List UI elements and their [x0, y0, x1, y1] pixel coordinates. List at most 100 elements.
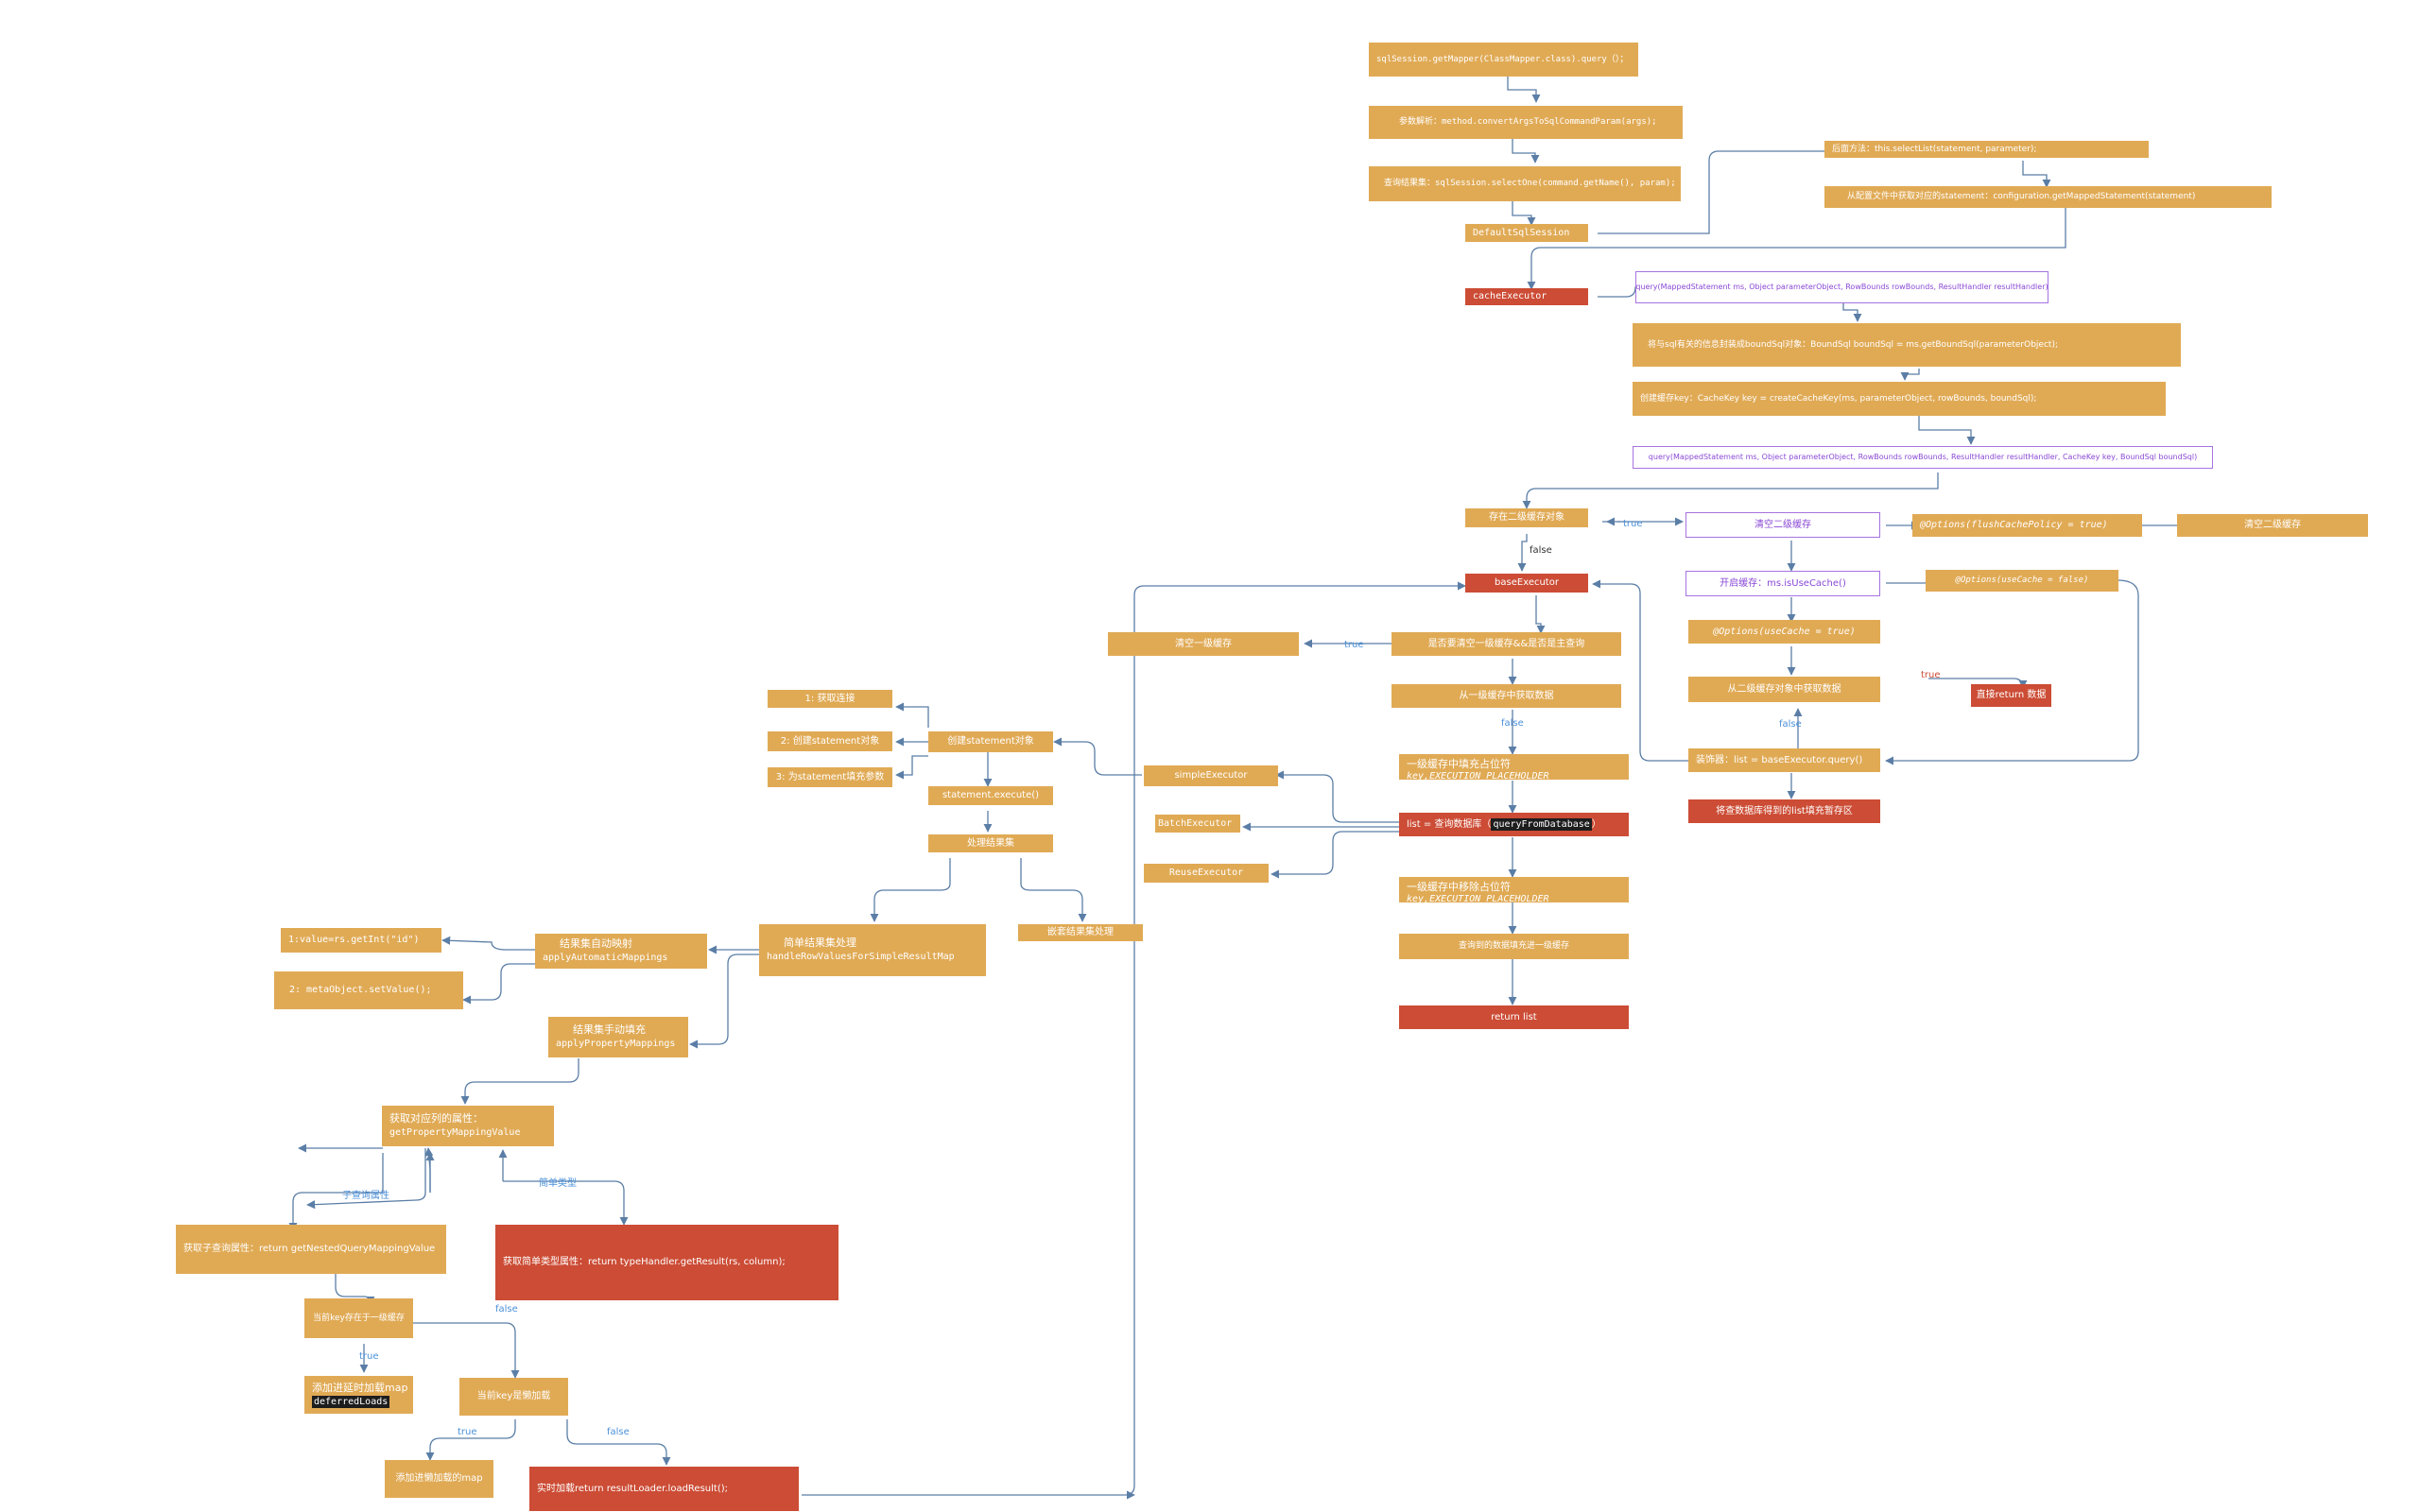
node-clearl2: 清空二级缓存 — [2177, 514, 2368, 537]
node-l1placeholder: 一级缓存中填充占位符 key,EXECUTION_PLACEHOLDER — [1399, 754, 1629, 780]
node-simpleresult: 简单结果集处理 handleRowValuesForSimpleResultMa… — [759, 924, 986, 976]
node-overload: 后面方法：this.selectList(statement, paramete… — [1824, 141, 2149, 158]
edge-label-true-lazy: true — [458, 1427, 477, 1437]
node-reuseexec: ReuseExecutor — [1144, 864, 1269, 883]
node-clearl1-text: 清空一级缓存 — [1175, 638, 1232, 649]
edge — [895, 702, 929, 728]
node-lazy-text: 当前key是懒加载 — [476, 1391, 551, 1402]
node-selectone: 查询结果集：sqlSession.selectOne(command.getNa… — [1369, 166, 1681, 201]
node-usecacheopt-text: @Options(useCache = false) — [1955, 576, 2089, 586]
node-getconn: 1: 获取连接 — [768, 690, 892, 708]
node-l1placeholder-line2: key,EXECUTION_PLACEHOLDER — [1407, 770, 1549, 780]
node-batchexec: BatchExecutor — [1155, 815, 1240, 833]
node-returnlist: return list — [1399, 1005, 1629, 1029]
node-boundsql: 将与sql有关的信息封装成boundSql对象：BoundSql boundSq… — [1633, 323, 2181, 367]
node-baseexecutor-text: baseExecutor — [1495, 577, 1559, 589]
node-l2get-text: 从二级缓存对象中获取数据 — [1727, 683, 1841, 695]
edge — [2022, 161, 2051, 188]
node-getms-text: 从配置文件中获取对应的statement：configuration.getMa… — [1847, 192, 2196, 202]
node-batchexec-text: BatchExecutor — [1158, 817, 1233, 829]
edge-label-true-clearl1: true — [1344, 640, 1364, 650]
node-deferred: 添加进延时加载map deferredLoads — [304, 1376, 413, 1414]
node-cachekey-text: 创建缓存key：CacheKey key = createCacheKey(ms… — [1640, 393, 2037, 404]
edge-label-false-l2get: false — [1779, 719, 1802, 730]
node-lazy: 当前key是懒加载 — [459, 1378, 568, 1416]
node-l1remove-line2: key,EXECUTION_PLACEHOLDER — [1407, 893, 1549, 902]
node-reuseexec-text: ReuseExecutor — [1168, 868, 1244, 879]
node-l2exists: 存在二级缓存对象 — [1465, 508, 1588, 527]
node-simpletype: 获取简单类型属性：return typeHandler.getResult(rs… — [495, 1225, 838, 1300]
node-createstmt: 创建statement对象 — [928, 731, 1053, 752]
node-l1placeholder-line1: 一级缓存中填充占位符 — [1407, 758, 1511, 771]
node-usecache: 开启缓存：ms.isUseCache() — [1685, 571, 1880, 596]
node-loadnow-text: 实时加载return resultLoader.loadResult(); — [537, 1483, 729, 1494]
node-createstmtobj-text: 2: 创建statement对象 — [780, 735, 880, 747]
edge — [424, 1147, 434, 1193]
edge-label-false-inl1: false — [495, 1304, 518, 1314]
edge — [460, 1058, 579, 1105]
edge-label-false-l2: false — [1530, 545, 1552, 556]
node-query1: query(MappedStatement ms, Object paramet… — [1635, 271, 2048, 303]
edge — [802, 581, 1466, 1496]
node-propmap: 结果集手动填充 applyPropertyMappings — [548, 1017, 688, 1057]
node-usecacheopt: @Options(useCache = false) — [1926, 570, 2118, 592]
node-lazymap-text: 添加进懒加载的map — [395, 1473, 483, 1485]
node-l1get-text: 从一级缓存中获取数据 — [1459, 690, 1554, 701]
node-l2store-text: 将查数据库得到的list填充暂存区 — [1716, 805, 1853, 816]
node-automap-line1: 结果集自动映射 — [560, 937, 632, 951]
node-nestedquery-text: 获取子查询属性：return getNestedQueryMappingValu… — [183, 1244, 436, 1255]
node-l1get: 从一级缓存中获取数据 — [1392, 684, 1621, 708]
node-querydb-text: list = 查询数据库（ — [1407, 818, 1492, 830]
edge — [1275, 770, 1399, 823]
node-propmap-line2: applyPropertyMappings — [556, 1039, 676, 1050]
edge — [462, 963, 537, 1005]
edge — [1517, 534, 1528, 572]
node-setvalue-text: 2: metaObject.setValue(); — [289, 985, 432, 996]
edge — [870, 858, 951, 922]
node-clearl1: 清空一级缓存 — [1108, 632, 1299, 656]
edge — [441, 936, 537, 951]
node-argparse: 参数解析：method.convertArgsToSqlCommandParam… — [1369, 106, 1683, 139]
node-argparse-text: 参数解析：method.convertArgsToSqlCommandParam… — [1399, 117, 1657, 128]
edge-label-false-l1: false — [1501, 718, 1524, 729]
edge — [1900, 369, 1920, 381]
edge-label-simple: 简单类型 — [539, 1178, 577, 1189]
node-overload-text: 后面方法：this.selectList(statement, paramete… — [1832, 144, 2037, 154]
node-stmtexecute: statement.execute() — [928, 786, 1053, 805]
edge — [1512, 201, 1536, 226]
edge — [1507, 76, 1541, 103]
node-l1fill-text: 查询到的数据填充进一级缓存 — [1458, 941, 1569, 952]
node-automap-line2: applyAutomaticMappings — [543, 953, 668, 964]
node-handleresult-text: 处理结果集 — [967, 837, 1014, 849]
node-decorator-text: 装饰器：list = baseExecutor.query() — [1696, 754, 1863, 765]
node-usecache-text: 开启缓存：ms.isUseCache() — [1720, 577, 1846, 589]
node-stmtexecute-text: statement.execute() — [942, 790, 1040, 801]
edge — [1842, 302, 1862, 322]
node-simpleresult-line2: handleRowValuesForSimpleResultMap — [767, 952, 955, 963]
node-fillparams-text: 3: 为statement填充参数 — [775, 771, 885, 782]
node-l2store: 将查数据库得到的list填充暂存区 — [1688, 799, 1880, 823]
node-getprop: 获取对应列的属性： getPropertyMappingValue — [382, 1106, 554, 1146]
edge — [1598, 146, 1844, 234]
node-fillparams: 3: 为statement填充参数 — [768, 767, 892, 787]
node-getms: 从配置文件中获取对应的statement：configuration.getMa… — [1824, 186, 2272, 208]
edge — [1592, 579, 1692, 762]
node-simpleexec: simpleExecutor — [1144, 765, 1278, 786]
node-getprop-line1: 获取对应列的属性： — [389, 1112, 483, 1125]
node-l2get: 从二级缓存对象中获取数据 — [1688, 677, 1880, 702]
node-decorator: 装饰器：list = baseExecutor.query() — [1688, 748, 1880, 772]
edge — [566, 1419, 671, 1466]
edge — [411, 1322, 520, 1379]
edge — [1020, 858, 1087, 922]
node-clearl2-p: 清空二级缓存 — [1685, 512, 1880, 538]
edge — [425, 1419, 516, 1461]
edge — [895, 755, 928, 780]
node-simpleresult-line1: 简单结果集处理 — [784, 936, 856, 950]
node-querydb-close: ） — [1591, 818, 1601, 830]
node-clearl1q-text: 是否要清空一级缓存&&是否是主查询 — [1427, 638, 1585, 649]
node-directreturn-text: 直接return 数据 — [1976, 690, 2047, 701]
edge-label-true-inl1: true — [359, 1351, 379, 1362]
node-flushopt: @Options(flushCachePolicy = true) — [1912, 514, 2142, 537]
node-simpleexec-text: simpleExecutor — [1174, 770, 1248, 782]
edge — [689, 954, 759, 1049]
